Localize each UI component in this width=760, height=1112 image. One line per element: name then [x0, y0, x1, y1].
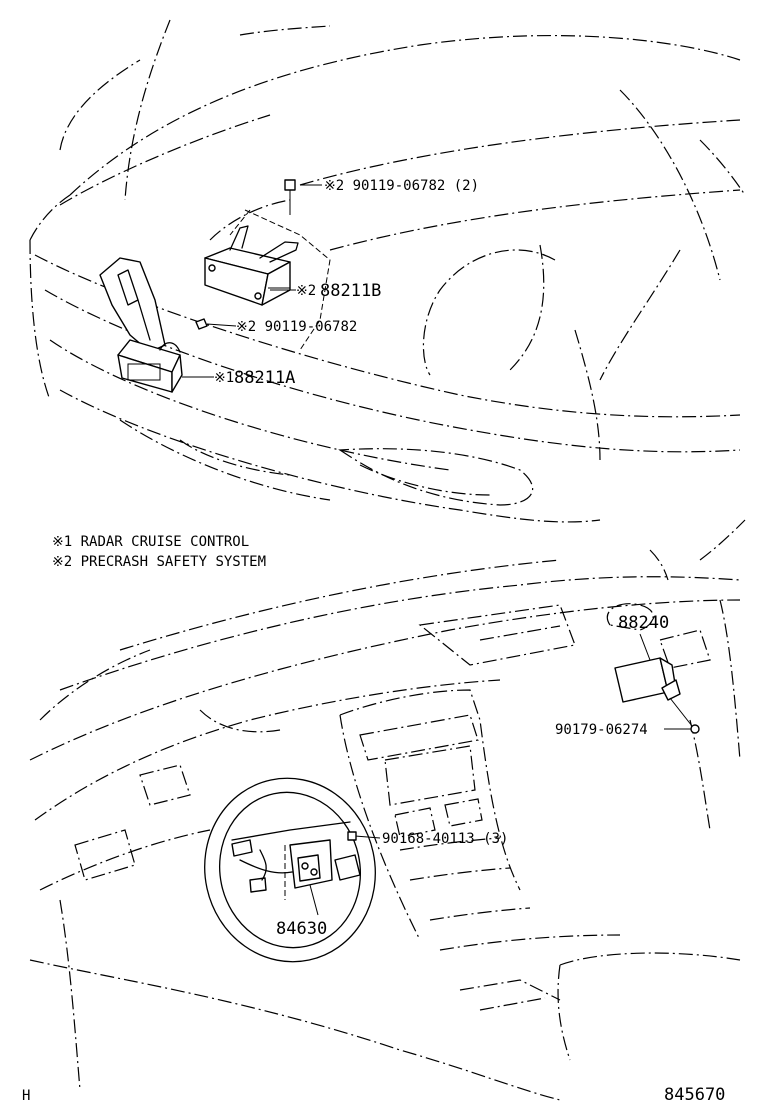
callout-88211a: 88211A [234, 368, 295, 388]
sensor-88211a-drawing [99, 257, 214, 393]
callout-88240: 88240 [618, 613, 669, 633]
callout-bolt-mid: ※2 90119-06782 [236, 319, 357, 335]
callout-84630: 84630 [276, 919, 327, 939]
dashboard-outline [29, 519, 746, 1101]
sensor-88211b-drawing [204, 179, 331, 351]
footer-left-code: H [22, 1088, 30, 1104]
callout-90168: 90168-40113 (3) [382, 831, 508, 847]
callout-90179: 90179-06274 [555, 722, 648, 738]
steering-wheel-drawing [204, 777, 381, 963]
callout-88211b: 88211B [320, 281, 381, 301]
legend-note-2: ※2 PRECRASH SAFETY SYSTEM [52, 554, 266, 570]
diagram-number: 845670 [664, 1085, 725, 1105]
sensor-88240-drawing [614, 633, 700, 734]
callout-88211a-mark: ※1 [214, 370, 234, 386]
legend-note-1: ※1 RADAR CRUISE CONTROL [52, 534, 249, 550]
callout-88211b-mark: ※2 [296, 283, 316, 299]
bolt-90119-drawing [195, 318, 237, 330]
callout-bolt-top: ※2 90119-06782 (2) [324, 178, 479, 194]
